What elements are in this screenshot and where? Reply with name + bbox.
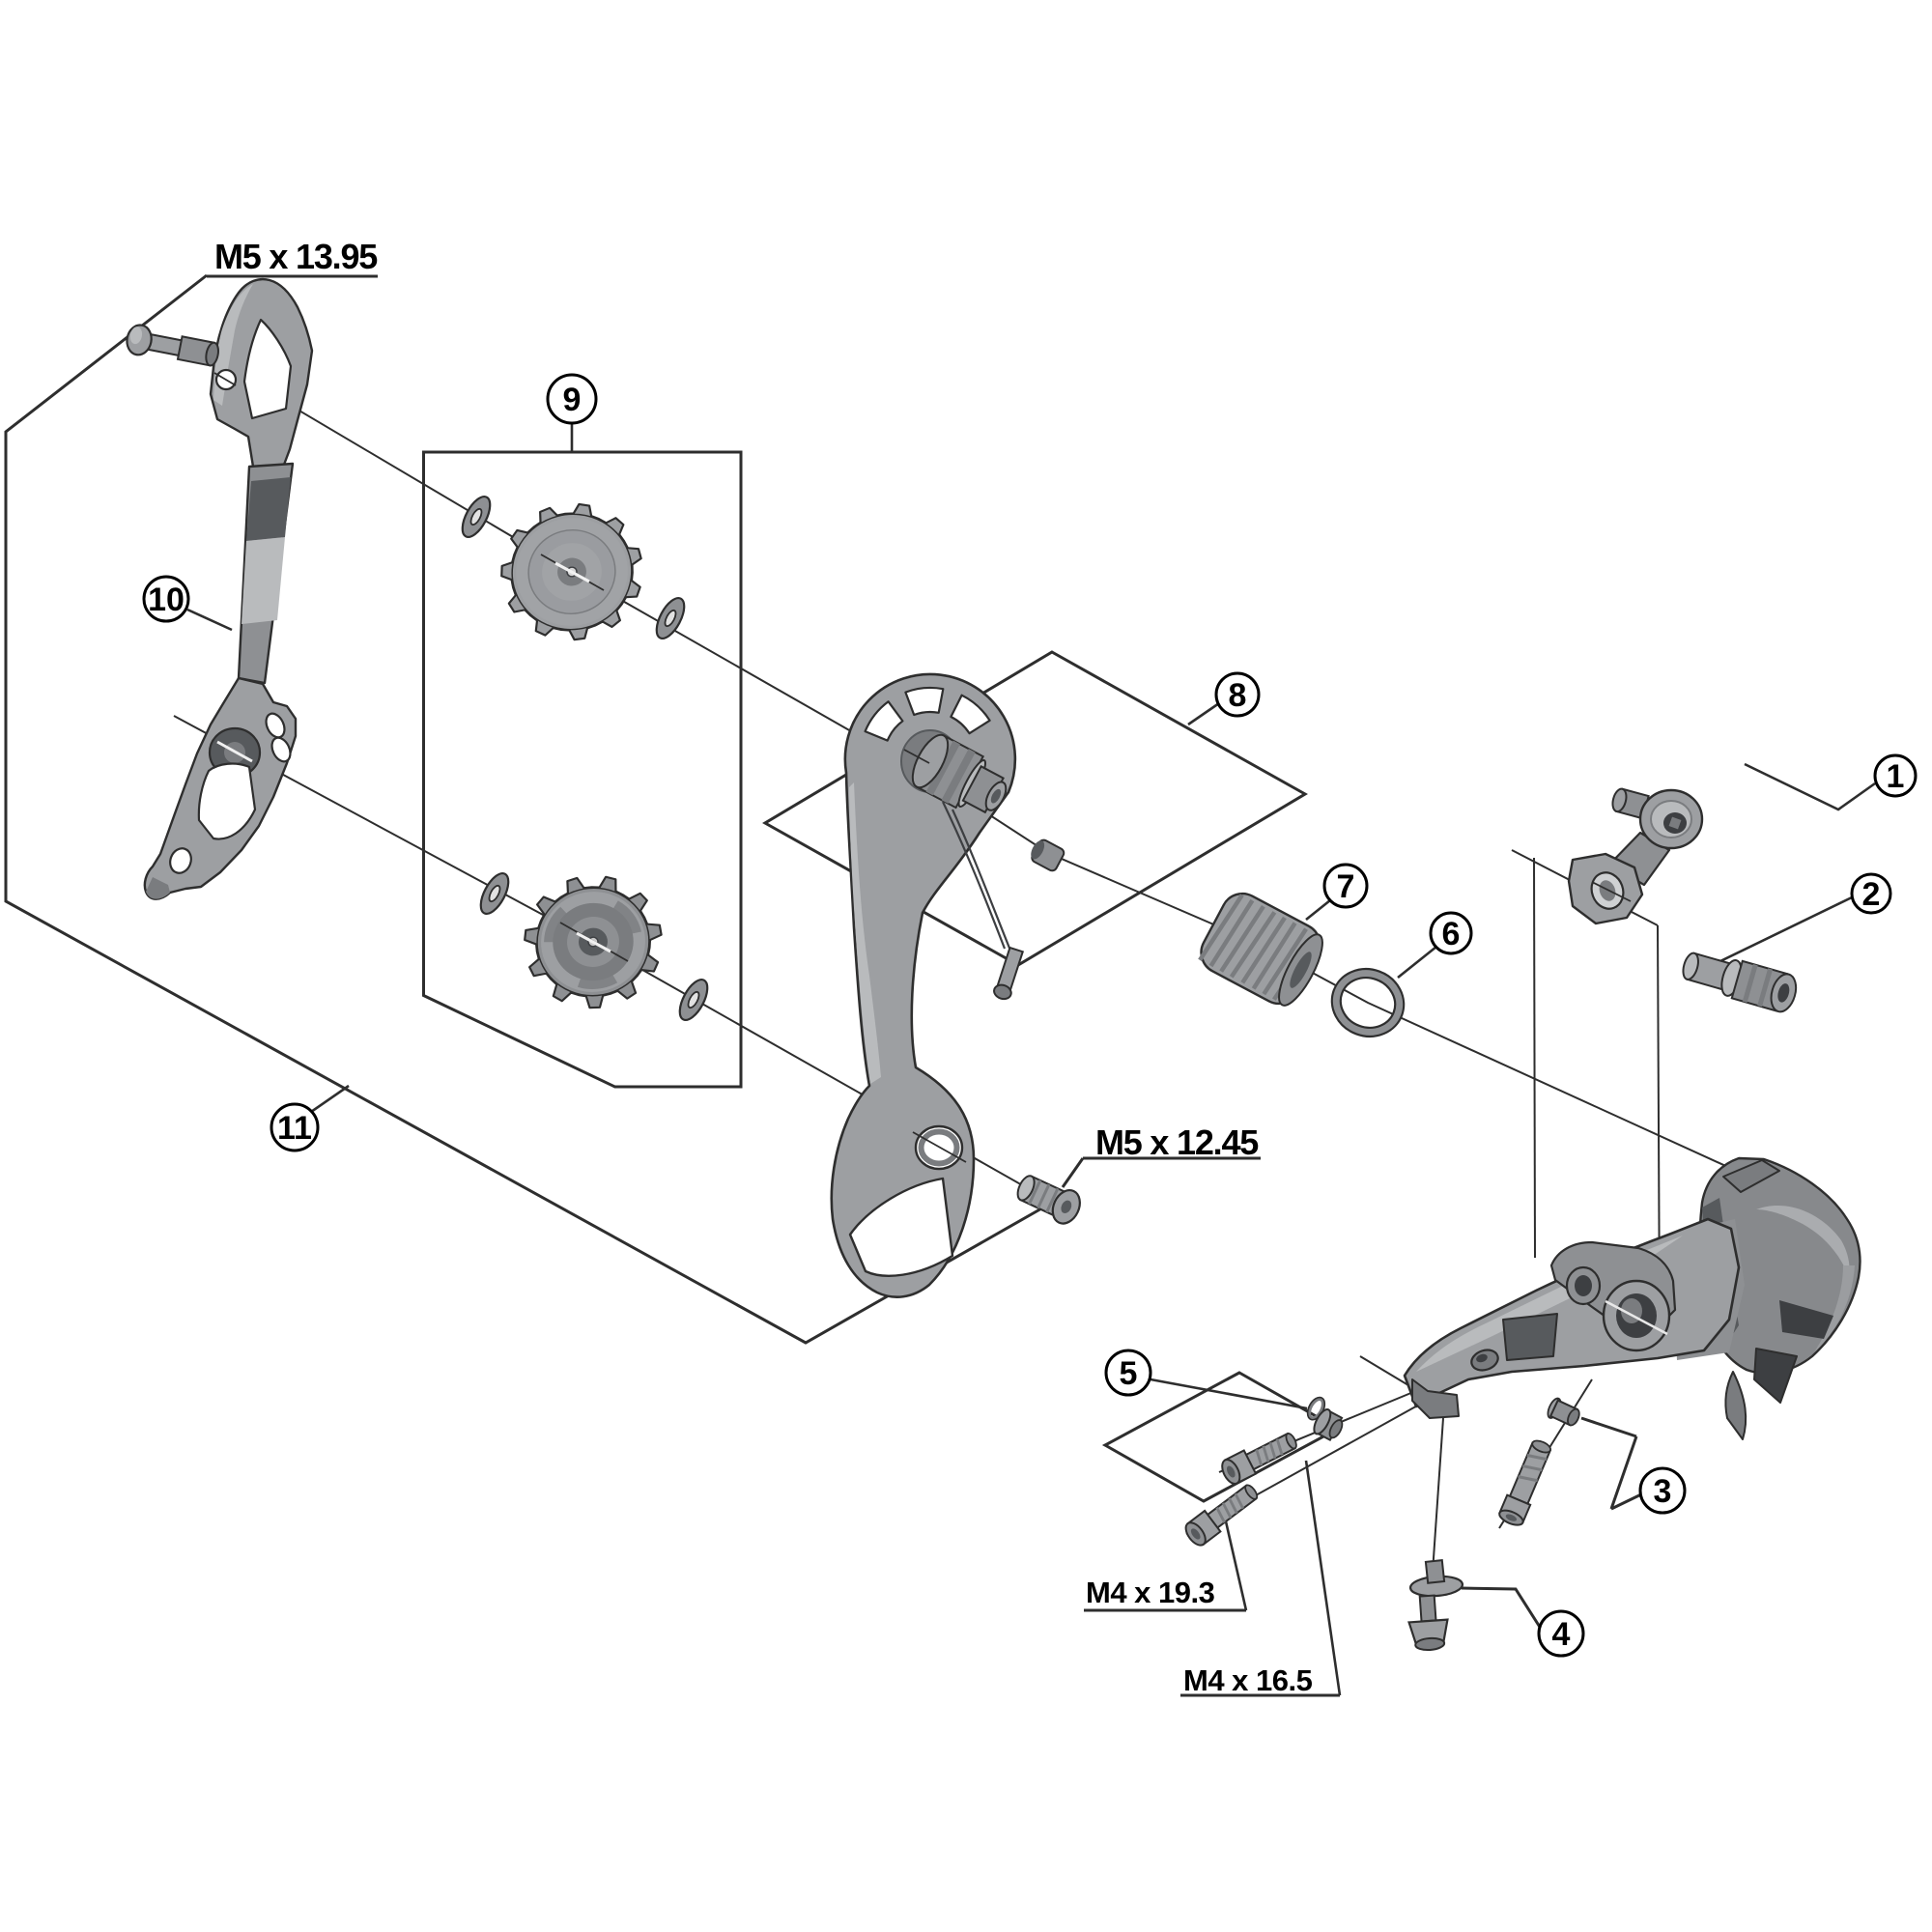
svg-text:M5 x 12.45: M5 x 12.45 <box>1095 1122 1259 1162</box>
svg-text:10: 10 <box>148 582 185 618</box>
svg-text:1: 1 <box>1887 758 1905 795</box>
svg-text:7: 7 <box>1337 868 1355 905</box>
svg-text:4: 4 <box>1552 1616 1571 1653</box>
svg-text:M4 x 19.3: M4 x 19.3 <box>1086 1576 1215 1609</box>
svg-text:3: 3 <box>1654 1473 1672 1510</box>
svg-text:11: 11 <box>277 1110 312 1147</box>
svg-text:9: 9 <box>563 382 582 418</box>
svg-text:6: 6 <box>1442 916 1461 952</box>
svg-text:8: 8 <box>1229 677 1247 714</box>
svg-text:5: 5 <box>1120 1355 1138 1392</box>
svg-text:M5 x 13.95: M5 x 13.95 <box>214 237 378 276</box>
svg-text:2: 2 <box>1862 876 1881 913</box>
svg-text:M4 x 16.5: M4 x 16.5 <box>1183 1663 1313 1697</box>
